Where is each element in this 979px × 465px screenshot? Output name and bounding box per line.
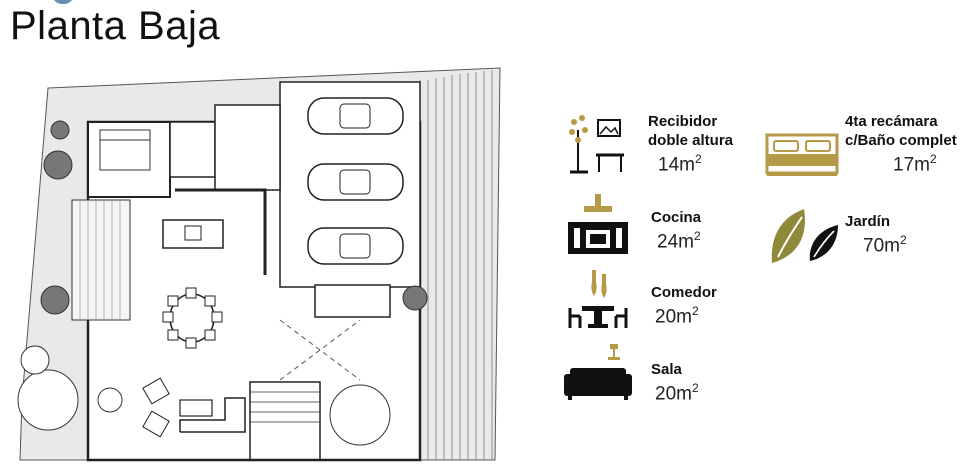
dining-table-icon [566,268,630,332]
legend-area: 20m [655,383,692,405]
legend-item-jardin: Jardín 70m2 [845,212,907,257]
legend-label: c/Baño complet [845,132,957,149]
legend-label: doble altura [648,132,734,149]
legend-area-exponent: 2 [899,233,907,247]
legend-area: 14m [658,154,695,176]
legend-area-exponent: 2 [693,229,701,243]
legend-area: 70m [863,235,900,257]
legend-label: 4ta recámara [845,113,938,130]
legend-label: Comedor [651,284,717,301]
legend-area: 24m [657,231,694,253]
legend-label: Sala [651,361,682,378]
leaves-icon [768,205,840,267]
legend-area: 20m [655,306,692,328]
legend-item-sala: Sala 20m2 [651,360,699,405]
floor-plan [17,67,501,462]
sofa-icon [562,342,634,402]
legend-item-cocina: Cocina 24m2 [651,208,701,253]
legend-area-exponent: 2 [691,304,699,318]
legend-area-exponent: 2 [691,381,699,395]
legend-area-exponent: 2 [694,152,702,166]
legend-area-exponent: 2 [929,152,937,166]
legend-area: 17m [893,154,930,176]
stove-hood-icon [566,192,630,258]
title-accent [52,0,74,4]
bed-icon [762,130,842,180]
legend-label: Cocina [651,209,702,226]
plant-lamp-icon [568,110,638,180]
page-title: Planta Baja [10,4,221,48]
legend-item-comedor: Comedor 20m2 [651,283,717,328]
legend-label: Recibidor [648,113,718,130]
legend-item-recamara: 4ta recámara c/Baño complet 17m2 [845,112,957,176]
legend-item-recibidor: Recibidor doble altura 14m2 [648,112,733,176]
legend-label: Jardín [845,213,891,230]
